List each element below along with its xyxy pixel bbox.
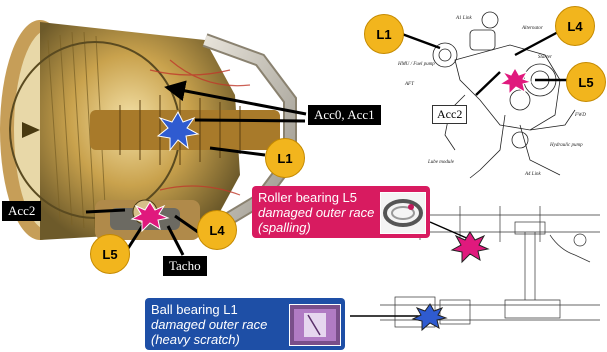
acc0-acc1-label: Acc0, Acc1	[308, 105, 381, 125]
roller-bearing-line1: damaged outer race	[258, 205, 374, 220]
part-aft: AFT	[405, 82, 414, 87]
part-hmu: HMU / Fuel pump	[398, 62, 435, 67]
fault-star-blue-shaft	[413, 304, 446, 330]
part-hydraulic: Hydraulic pump	[550, 143, 583, 148]
acc2-gearbox-label: Acc2	[432, 105, 467, 124]
engine-cutaway-image	[0, 20, 290, 240]
ball-bearing-line2: (heavy scratch)	[151, 332, 267, 347]
roller-bearing-photo	[380, 192, 426, 234]
part-alternator: Alternator	[522, 26, 543, 31]
ball-bearing-photo	[289, 304, 341, 346]
ball-bearing-title: Ball bearing L1	[151, 302, 267, 317]
circle-l5-engine: L5	[90, 234, 130, 274]
part-fwd: FWD	[575, 113, 586, 118]
roller-bearing-line2: (spalling)	[258, 220, 374, 235]
tacho-label: Tacho	[163, 256, 207, 276]
circle-l1-engine: L1	[265, 138, 305, 178]
roller-bearing-callout: Roller bearing L5 damaged outer race (sp…	[252, 186, 430, 238]
circle-l4-engine: L4	[197, 210, 237, 250]
circle-l4-gearbox: L4	[555, 6, 595, 46]
roller-bearing-title: Roller bearing L5	[258, 190, 374, 205]
part-a4-link: A4 Link	[525, 172, 541, 177]
part-starter: Starter	[538, 55, 552, 60]
part-a1-link: A1 Link	[456, 16, 472, 21]
part-lube: Lube module	[428, 160, 454, 165]
ball-bearing-callout: Ball bearing L1 damaged outer race (heav…	[145, 298, 345, 350]
fault-star-pink-gearbox	[500, 68, 531, 94]
fault-star-pink-shaft	[452, 232, 488, 262]
circle-l5-gearbox: L5	[566, 62, 606, 102]
acc2-engine-label: Acc2	[2, 201, 41, 221]
circle-l1-gearbox: L1	[364, 14, 404, 54]
gearbox-drawing	[433, 12, 575, 178]
ball-bearing-line1: damaged outer race	[151, 317, 267, 332]
